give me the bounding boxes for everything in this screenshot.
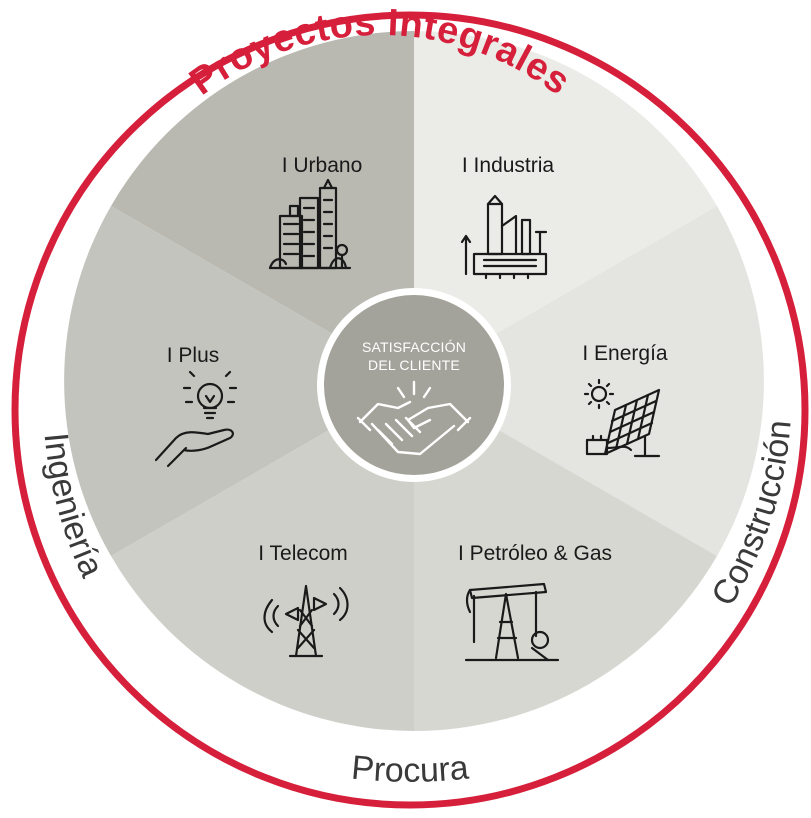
sector-label-petroleo: I Petróleo & Gas bbox=[458, 542, 612, 565]
telecom-tower-icon bbox=[263, 584, 349, 658]
factory-icon bbox=[460, 194, 548, 280]
sector-plus bbox=[64, 206, 414, 556]
sector-label-plus: I Plus bbox=[167, 344, 220, 367]
city-buildings-icon bbox=[268, 178, 352, 270]
sector-label-energia: I Energía bbox=[582, 342, 668, 365]
solar-panel-icon bbox=[583, 378, 661, 458]
sector-telecom bbox=[111, 381, 414, 731]
sector-urbano bbox=[111, 31, 414, 381]
sector-label-telecom: I Telecom bbox=[258, 542, 348, 565]
center-line-2: DEL CLIENTE bbox=[368, 357, 460, 373]
sector-energia bbox=[414, 206, 764, 556]
sector-wheel bbox=[64, 31, 764, 731]
ring-label-procura: Procura bbox=[350, 749, 470, 790]
sector-industria bbox=[414, 31, 717, 381]
center-line-1: SATISFACCIÓN bbox=[362, 339, 466, 355]
sector-petroleo bbox=[414, 381, 717, 731]
lightbulb-hand-icon bbox=[154, 370, 238, 468]
sector-label-industria: I Industria bbox=[462, 154, 555, 177]
sector-label-urbano: I Urbano bbox=[282, 154, 363, 177]
handshake-icon bbox=[356, 380, 472, 456]
oil-pumpjack-icon bbox=[464, 582, 560, 662]
